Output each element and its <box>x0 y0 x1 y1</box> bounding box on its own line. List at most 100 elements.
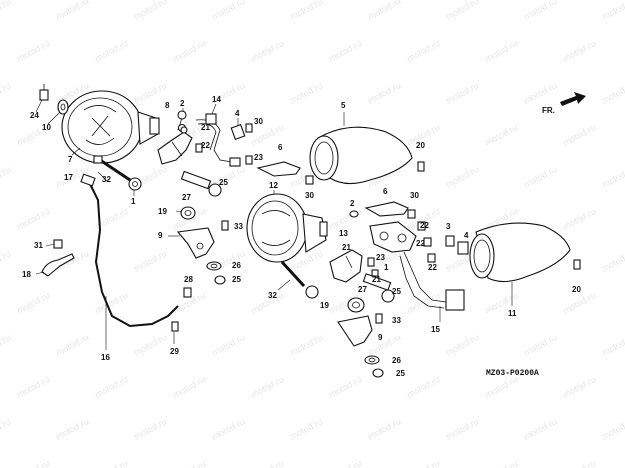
watermark-text: motod.ru <box>132 248 168 274</box>
watermark-text: motod.ru <box>15 374 51 400</box>
nut-1-left <box>128 177 142 191</box>
watermark-text: motod.ru <box>444 80 480 106</box>
bolt-32-left <box>93 155 131 182</box>
watermark-text: motod.ru <box>561 38 597 64</box>
label-27-center: 27 <box>358 285 367 294</box>
label-14: 14 <box>212 95 221 104</box>
socket-4-left <box>230 123 246 141</box>
watermark-text: motod.ru <box>522 164 558 190</box>
label-7: 7 <box>68 155 73 164</box>
diagram-code: MZ03-P0200A <box>486 369 539 378</box>
label-6-left: 6 <box>278 143 283 152</box>
label-22-left: 22 <box>201 141 210 150</box>
watermark-text: motod.ru <box>15 290 51 316</box>
label-13: 13 <box>339 229 348 238</box>
watermark-text: motod.ru <box>561 374 597 400</box>
label-25-left: 25 <box>219 178 228 187</box>
grommet-10 <box>57 99 69 115</box>
label-1-center: 1 <box>384 263 389 272</box>
meter-case-5 <box>309 126 413 185</box>
bracket-6-left <box>256 161 301 177</box>
watermark-text: motod.ru <box>444 0 480 22</box>
bracket-13 <box>329 249 363 283</box>
watermark-text: motod.ru <box>327 38 363 64</box>
watermark-text: motod.ru <box>93 38 129 64</box>
label-25-center: 25 <box>392 287 401 296</box>
watermark-text: motod.ru <box>0 0 12 22</box>
watermark-text: motod.ru <box>405 458 441 468</box>
label-2-center: 2 <box>350 199 355 208</box>
label-32-left: 32 <box>102 175 111 184</box>
watermark-text: motod.ru <box>483 38 519 64</box>
harness-14 <box>195 113 241 167</box>
label-8: 8 <box>165 101 170 110</box>
label-9-left: 9 <box>158 231 163 240</box>
label-3: 3 <box>446 222 451 231</box>
watermark-text: motod.ru <box>210 332 246 358</box>
small-parts-center <box>349 210 379 277</box>
label-2-left: 2 <box>180 99 185 108</box>
label-30-center: 30 <box>410 191 419 200</box>
watermark-text: motod.ru <box>171 38 207 64</box>
watermark-text: motod.ru <box>600 248 625 274</box>
label-23-left: 23 <box>254 153 263 162</box>
speedometer-cable-16 <box>80 173 179 328</box>
watermark-text: motod.ru <box>327 206 363 232</box>
direction-label: FR. <box>542 106 555 115</box>
label-23-center: 23 <box>376 253 385 262</box>
bracket-6-center <box>364 201 409 217</box>
collar-27-center <box>362 273 392 291</box>
watermark-text: motod.ru <box>210 0 246 22</box>
screw-30-center <box>407 209 416 219</box>
bolt-32-center <box>280 260 306 288</box>
leader-lines <box>35 99 513 350</box>
watermark-text: motod.ru <box>54 416 90 442</box>
watermark-text: motod.ru <box>600 332 625 358</box>
bracket-8 <box>157 110 193 165</box>
grommet-19-center <box>347 297 365 313</box>
label-24: 24 <box>30 111 39 120</box>
label-15: 15 <box>431 325 440 334</box>
watermark-text: motod.ru <box>366 332 402 358</box>
label-16: 16 <box>101 353 110 362</box>
grommet-19-left <box>180 206 196 220</box>
label-31: 31 <box>34 241 43 250</box>
nut-1-center <box>305 285 319 299</box>
label-5: 5 <box>341 101 346 110</box>
label-4-right: 4 <box>464 231 469 240</box>
label-22-c: 22 <box>416 239 425 248</box>
bracket-center-holder <box>369 221 417 253</box>
watermark-text: motod.ru <box>0 248 12 274</box>
label-20-left: 20 <box>416 141 425 150</box>
label-25-b: 25 <box>232 275 241 284</box>
label-30-b: 30 <box>305 191 314 200</box>
watermark-text: motod.ru <box>444 332 480 358</box>
screw-20-left <box>417 161 425 172</box>
grommet-28 <box>183 287 192 298</box>
watermark-text: motod.ru <box>561 122 597 148</box>
screw-33-left <box>221 220 229 231</box>
label-33-center: 33 <box>392 316 401 325</box>
watermark-text: motod.ru <box>132 80 168 106</box>
label-18: 18 <box>22 270 31 279</box>
label-29: 29 <box>170 347 179 356</box>
watermark-text: motod.ru <box>288 0 324 22</box>
small-parts-left <box>180 123 253 165</box>
nut-25-left <box>214 275 226 285</box>
screw-33-center <box>375 313 383 324</box>
label-4-left: 4 <box>235 109 240 118</box>
label-32-center: 32 <box>268 291 277 300</box>
watermark-text: motod.ru <box>288 332 324 358</box>
watermark-text: motod.ru <box>0 332 12 358</box>
part-labels: 24 10 7 2 8 14 4 30 21 22 5 20 6 30 23 2… <box>22 95 581 378</box>
stay-9-center <box>337 315 373 347</box>
label-21-center: 21 <box>342 243 351 252</box>
front-direction-arrow: FR. <box>542 92 586 115</box>
watermark-text: motod.ru <box>522 416 558 442</box>
screw-24 <box>39 84 49 101</box>
label-26-left: 26 <box>232 261 241 270</box>
watermark-text: motod.ru <box>483 122 519 148</box>
label-33-left: 33 <box>234 222 243 231</box>
watermark-text: motod.ru <box>366 80 402 106</box>
